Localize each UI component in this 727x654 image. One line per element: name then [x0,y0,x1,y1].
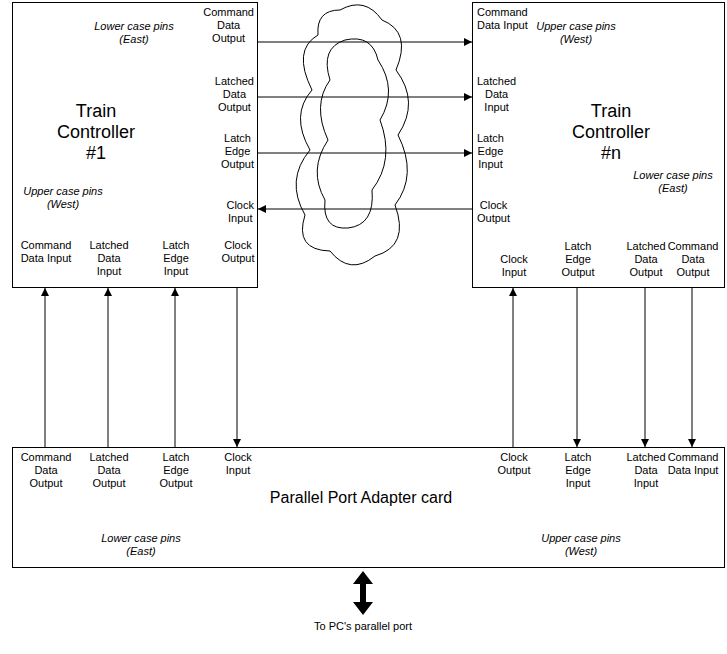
signal-arrow [258,209,472,210]
signal-arrow [258,97,472,98]
pin-label: Latch Edge Output [221,132,254,171]
train-controller-box: Command Data InputUpper case pins (West)… [472,2,725,288]
pin-label: Clock Output [477,199,510,225]
network-cloud-inner [317,39,388,228]
signal-arrow [108,288,109,447]
pin-label: Clock Output [497,451,530,477]
pin-label: Latched Data Output [215,75,254,114]
pin-label: Latched Data Input [89,239,128,278]
pin-label: Latched Data Output [89,451,128,490]
pin-label: Command Data Input [21,239,72,265]
pin-label: Latch Edge Input [163,239,190,278]
box-title: Train Controller #n [572,101,650,164]
pin-label: Latched Data Input [626,451,665,490]
pin-label: Latch Edge Output [561,240,594,279]
pin-label: Command Data Input [668,451,719,477]
network-cloud [296,5,408,265]
pin-label: Clock Input [224,451,252,477]
signal-arrow [577,288,578,447]
pin-label: Command Data Output [203,6,254,45]
signal-arrow [237,288,238,447]
train-controller-box: Train Controller #1 Command Data OutputLa… [12,2,258,288]
pin-side-note: Upper case pins (West) [538,532,624,558]
pin-side-note: Lower case pins (East) [630,169,716,195]
pin-side-note: Lower case pins (East) [98,532,184,558]
box-title: Train Controller #1 [57,101,135,164]
adapter-card-box: Command Data Output Latched Data Output La… [12,447,725,568]
box-title: Parallel Port Adapter card [269,488,454,507]
pin-label: Clock Input [226,199,254,225]
pin-label: Clock Output [221,239,254,265]
pin-side-note: Upper case pins (West) [20,185,106,211]
signal-arrow [513,288,514,447]
pin-side-note: Upper case pins (West) [533,20,619,46]
pc-port-double-arrow [353,571,373,615]
pin-label: Latch Edge Output [159,451,192,490]
signal-arrow [692,288,693,447]
pin-label: Latch Edge Input [477,132,504,171]
pin-label: Latched Data Input [477,75,516,114]
pin-label: Clock Input [500,253,528,279]
signal-arrow [45,288,46,447]
pin-label: Latch Edge Input [565,451,592,490]
pin-side-note: Lower case pins (East) [91,20,177,46]
signal-arrow [258,42,472,43]
pin-label: Command Data Input [477,6,528,32]
signal-arrow [645,288,646,447]
pin-label: Command Data Output [668,240,719,279]
signal-arrow [175,288,176,447]
pin-label: Latched Data Output [626,240,665,279]
signal-arrow [258,153,472,154]
pin-label: Command Data Output [21,451,72,490]
port-label: To PC's parallel port [314,620,412,633]
